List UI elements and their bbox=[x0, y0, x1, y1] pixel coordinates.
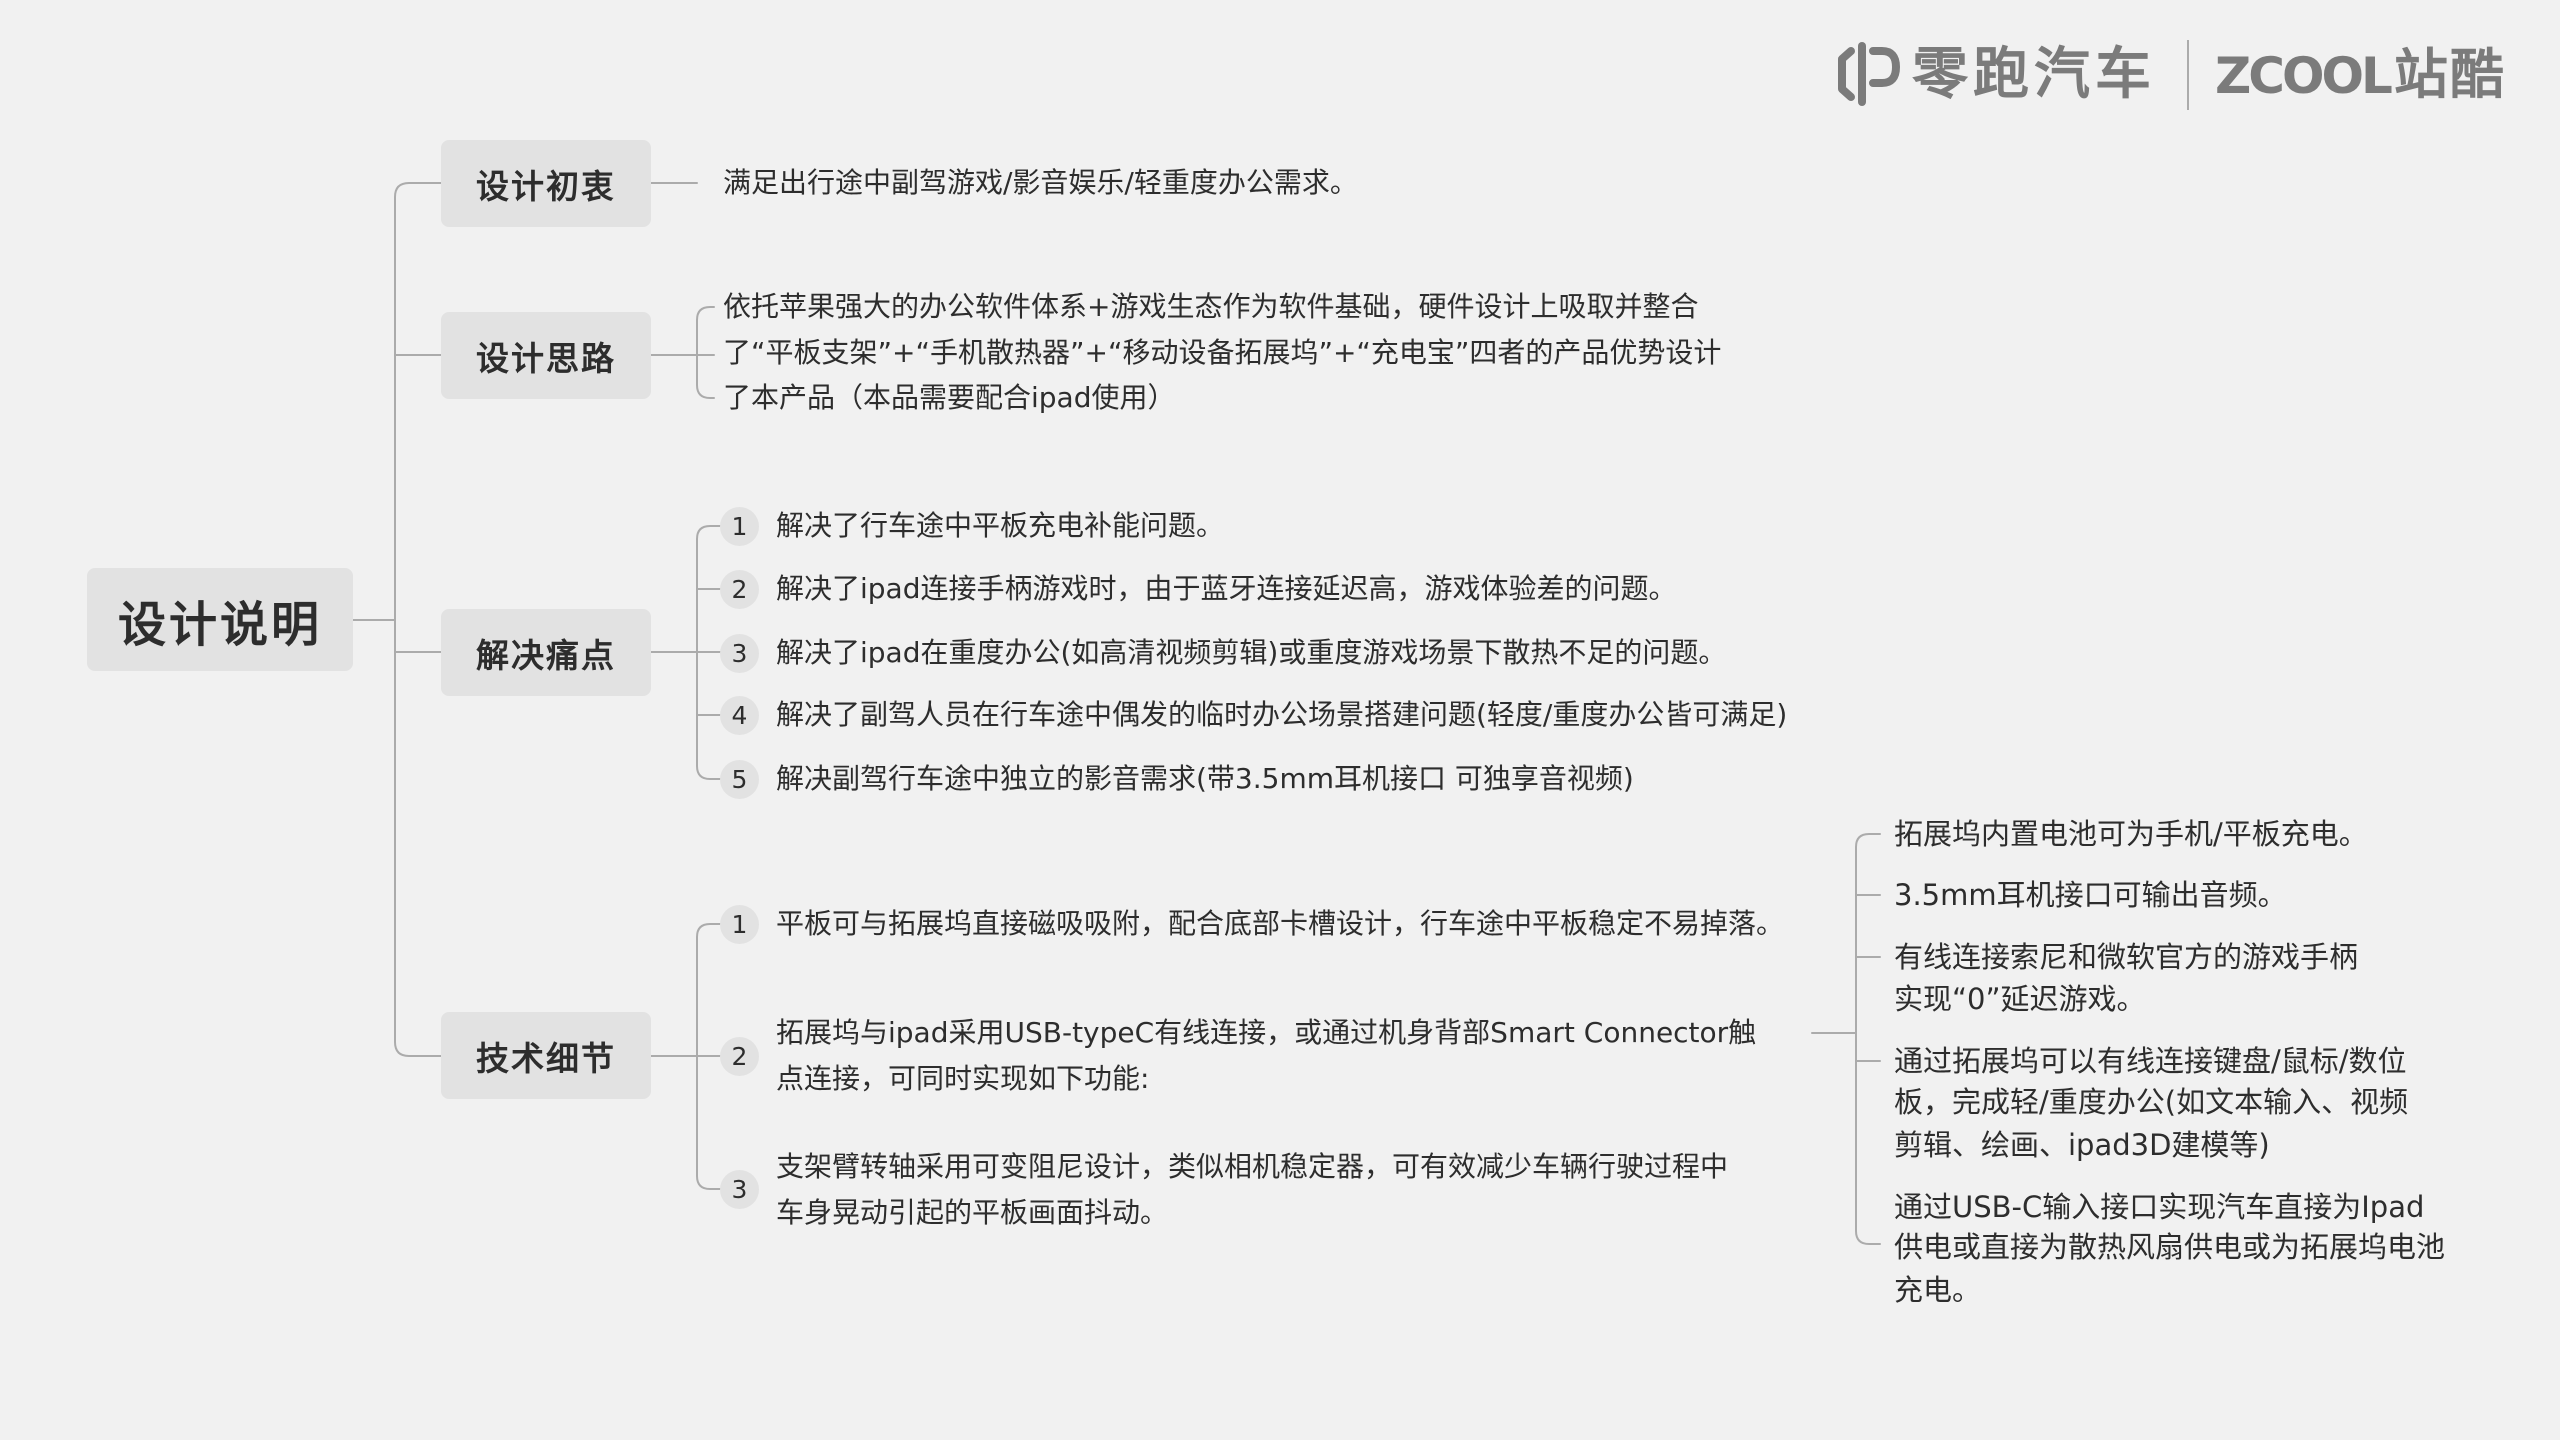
pain-point-text: 解决了ipad连接手柄游戏时，由于蓝牙连接延迟高，游戏体验差的问题。 bbox=[776, 572, 1677, 605]
tech-detail-text: 支架臂转轴采用可变阻尼设计，类似相机稳定器，可有效减少车辆行驶过程中 bbox=[776, 1150, 1729, 1183]
tech-detail-text: 平板可与拓展坞直接磁吸吸附，配合底部卡槽设计，行车途中平板稳定不易掉落。 bbox=[776, 907, 1785, 940]
intent-text: 满足出行途中副驾游戏/影音娱乐/轻重度办公需求。 bbox=[723, 166, 1358, 199]
pain-point-number-badge: 4 bbox=[720, 696, 759, 735]
feature-text: 拓展坞内置电池可为手机/平板充电。 bbox=[1894, 817, 2368, 851]
approach-text-line: 依托苹果强大的办公软件体系+游戏生态作为软件基础，硬件设计上吸取并整合 bbox=[723, 290, 1699, 323]
approach-text-line: 了“平板支架”+“手机散热器”+“移动设备拓展坞”+“充电宝”四者的产品优势设计 bbox=[723, 336, 1722, 369]
feature-text: 剪辑、绘画、ipad3D建模等) bbox=[1894, 1128, 2270, 1162]
connector-features-bracket bbox=[1855, 833, 1881, 1245]
tech-detail-text: 车身晃动引起的平板画面抖动。 bbox=[776, 1196, 1169, 1229]
feature-text: 通过USB-C输入接口实现汽车直接为Ipad bbox=[1894, 1190, 2425, 1224]
connector-pain-points-bracket bbox=[696, 525, 721, 780]
feature-text: 有线连接索尼和微软官方的游戏手柄 bbox=[1894, 940, 2359, 974]
pain-point-text: 解决了副驾人员在行车途中偶发的临时办公场景搭建问题(轻度/重度办公皆可满足) bbox=[776, 698, 1788, 731]
pain-point-number-badge: 5 bbox=[720, 760, 759, 799]
pain-point-number-badge: 1 bbox=[720, 507, 759, 546]
brand-zcool-cn: 站酷 bbox=[2393, 43, 2506, 106]
node-pain-points: 解决痛点 bbox=[441, 609, 651, 696]
connector-trunk bbox=[394, 182, 442, 1057]
connector-tech-details-bracket bbox=[696, 923, 721, 1190]
tech-detail-number-badge: 2 bbox=[720, 1037, 759, 1076]
leapmotor-logo-left-stroke bbox=[1838, 47, 1855, 101]
pain-point-text: 解决副驾行车途中独立的影音需求(带3.5mm耳机接口 可独享音视频) bbox=[776, 762, 1634, 795]
feature-text: 板，完成轻/重度办公(如文本输入、视频 bbox=[1894, 1085, 2409, 1119]
tech-detail-number-badge: 1 bbox=[720, 905, 759, 944]
connector-approach-bracket bbox=[696, 306, 715, 399]
tech-detail-text: 拓展坞与ipad采用USB-typeC有线连接，或通过机身背部Smart Con… bbox=[776, 1016, 1757, 1049]
tech-detail-number-badge: 3 bbox=[720, 1170, 759, 1209]
leapmotor-logo-icon bbox=[1838, 42, 1900, 106]
feature-text: 供电或直接为散热风扇供电或为拓展坞电池 bbox=[1894, 1230, 2446, 1264]
node-intent: 设计初衷 bbox=[441, 140, 651, 227]
feature-text: 充电。 bbox=[1894, 1273, 1982, 1307]
root-node: 设计说明 bbox=[87, 568, 353, 671]
feature-text: 通过拓展坞可以有线连接键盘/鼠标/数位 bbox=[1894, 1044, 2407, 1078]
feature-text: 3.5mm耳机接口可输出音频。 bbox=[1894, 878, 2287, 912]
tech-detail-text: 点连接，可同时实现如下功能: bbox=[776, 1062, 1150, 1095]
brand-divider bbox=[2187, 40, 2189, 110]
pain-point-text: 解决了行车途中平板充电补能问题。 bbox=[776, 509, 1225, 542]
feature-text: 实现“0”延迟游戏。 bbox=[1894, 982, 2146, 1016]
node-approach: 设计思路 bbox=[441, 312, 651, 399]
brand-leapmotor-text: 零跑汽车 bbox=[1912, 42, 2156, 107]
approach-text-line: 了本产品（本品需要配合ipad使用） bbox=[723, 381, 1176, 414]
brand-zcool: ZCOOL站酷 bbox=[2215, 44, 2506, 119]
brand-zcool-latin: ZCOOL bbox=[2215, 47, 2393, 105]
pain-point-number-badge: 2 bbox=[720, 570, 759, 609]
pain-point-number-badge: 3 bbox=[720, 634, 759, 673]
pain-point-text: 解决了ipad在重度办公(如高清视频剪辑)或重度游戏场景下散热不足的问题。 bbox=[776, 636, 1727, 669]
leapmotor-logo-right-curve bbox=[1869, 47, 1900, 87]
node-tech-details: 技术细节 bbox=[441, 1012, 651, 1099]
